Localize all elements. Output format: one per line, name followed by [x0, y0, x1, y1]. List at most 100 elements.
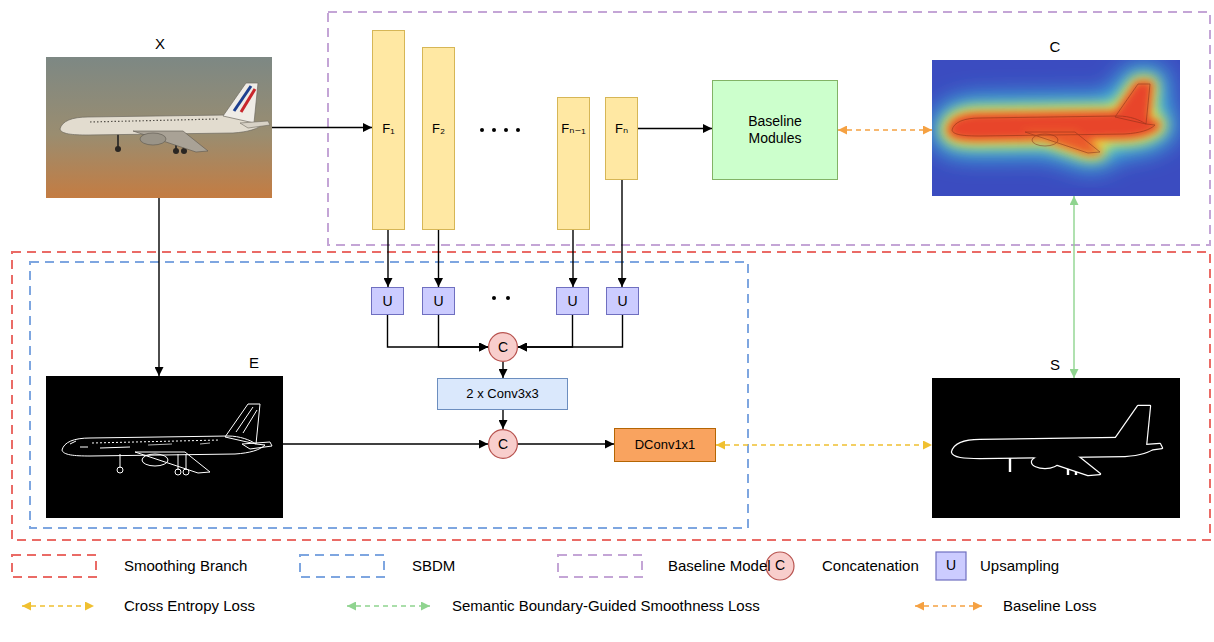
connector	[388, 315, 489, 347]
node-text: Baseline Modules	[735, 113, 815, 147]
art-part	[1132, 444, 1162, 451]
symbol-letter: C	[775, 557, 785, 574]
connector	[572, 230, 573, 287]
upsampling-box: U	[606, 287, 639, 315]
legend-text: Baseline Loss	[1003, 597, 1096, 615]
art-part	[225, 404, 260, 444]
connector	[716, 444, 932, 445]
node-text: U	[382, 293, 392, 310]
art-part	[952, 84, 1155, 153]
art-part	[70, 407, 257, 448]
connector	[838, 129, 932, 130]
node-text: 2 x Conv3x3	[466, 386, 538, 402]
art-part	[506, 296, 510, 300]
art-part	[1025, 132, 1100, 153]
node-text: DConv1x1	[635, 437, 696, 453]
connector	[1073, 196, 1074, 378]
legend-text: Baseline Model	[668, 557, 771, 575]
legend-sample	[22, 605, 94, 607]
upsampling-box: U	[371, 287, 404, 315]
art-part	[1115, 84, 1150, 124]
conv-box: 2 x Conv3x3	[437, 378, 568, 410]
connector	[272, 127, 372, 128]
art-part	[1032, 456, 1058, 468]
art-part	[516, 128, 520, 132]
legend-sample	[300, 555, 384, 577]
node-text: C	[498, 436, 508, 453]
legend-text: Smoothing Branch	[124, 557, 247, 575]
connector	[439, 315, 489, 347]
node-text: Fₙ	[615, 121, 628, 137]
node-text: C	[498, 339, 508, 356]
art-part	[133, 131, 208, 152]
heatmap-output: C	[932, 60, 1180, 196]
smoothing-branch-region	[12, 252, 1210, 540]
connector	[518, 315, 623, 347]
feature-block: Fₙ₋₁	[557, 97, 590, 230]
legend-sample	[936, 552, 966, 580]
art-part	[952, 84, 1155, 153]
art-part	[492, 296, 496, 300]
art-part	[117, 467, 123, 473]
symbol-letter: U	[946, 557, 956, 574]
semantic-boundary-image	[932, 378, 1180, 518]
circle-outline	[489, 430, 518, 459]
ellipsis-dots	[480, 128, 520, 300]
baseline-modules-box: Baseline Modules	[712, 80, 838, 180]
art-part	[952, 84, 1155, 153]
art-part	[1032, 134, 1058, 146]
legend-sample	[558, 555, 642, 577]
art-part	[492, 128, 496, 132]
legend-text: Concatenation	[822, 557, 919, 575]
concatenation-circle: C	[488, 332, 518, 362]
art-part	[240, 121, 270, 128]
connector	[283, 443, 488, 444]
upsampling-box: U	[556, 287, 589, 315]
art-part	[140, 133, 166, 145]
art-part	[952, 406, 1162, 475]
art-part	[932, 378, 1180, 518]
art-part	[952, 406, 1162, 475]
feature-block: F₂	[422, 47, 455, 230]
node-text: F₂	[432, 121, 445, 137]
art-part	[183, 469, 189, 475]
feature-block: F₁	[372, 30, 405, 230]
art-part	[1025, 454, 1100, 475]
connector	[518, 443, 614, 444]
art-part	[148, 443, 210, 445]
art-part	[46, 57, 272, 198]
legend-sample	[12, 555, 96, 577]
art-part	[480, 128, 484, 132]
connector	[158, 198, 159, 376]
art-part	[504, 128, 508, 132]
legend-text: Semantic Boundary-Guided Smoothness Loss	[452, 597, 760, 615]
image-label: X	[155, 35, 165, 53]
image-label: E	[249, 354, 259, 372]
art-part	[135, 452, 210, 473]
node-text: Fₙ₋₁	[561, 121, 585, 137]
heatmap-image	[932, 60, 1180, 196]
art-part	[952, 84, 1155, 153]
legend-sample	[347, 605, 430, 607]
art-part	[60, 83, 270, 154]
legend-text: SBDM	[412, 557, 455, 575]
image-label: S	[1050, 356, 1060, 374]
sbdm-region	[30, 262, 748, 528]
connector	[518, 315, 573, 347]
concatenation-circle: C	[488, 429, 518, 459]
airplane-photo	[46, 57, 272, 198]
node-text: F₁	[382, 121, 394, 137]
legend-text: Upsampling	[980, 557, 1059, 575]
art-part	[952, 84, 1155, 153]
art-part	[952, 406, 1162, 475]
image-label: C	[1050, 38, 1061, 56]
connector	[621, 180, 622, 287]
baseline-model-region	[328, 12, 1210, 245]
art-part	[1025, 454, 1100, 475]
art-part	[932, 60, 1180, 196]
art-part	[175, 469, 181, 475]
upsampling-box: U	[422, 287, 455, 315]
art-part	[241, 89, 255, 112]
connector	[502, 362, 503, 378]
